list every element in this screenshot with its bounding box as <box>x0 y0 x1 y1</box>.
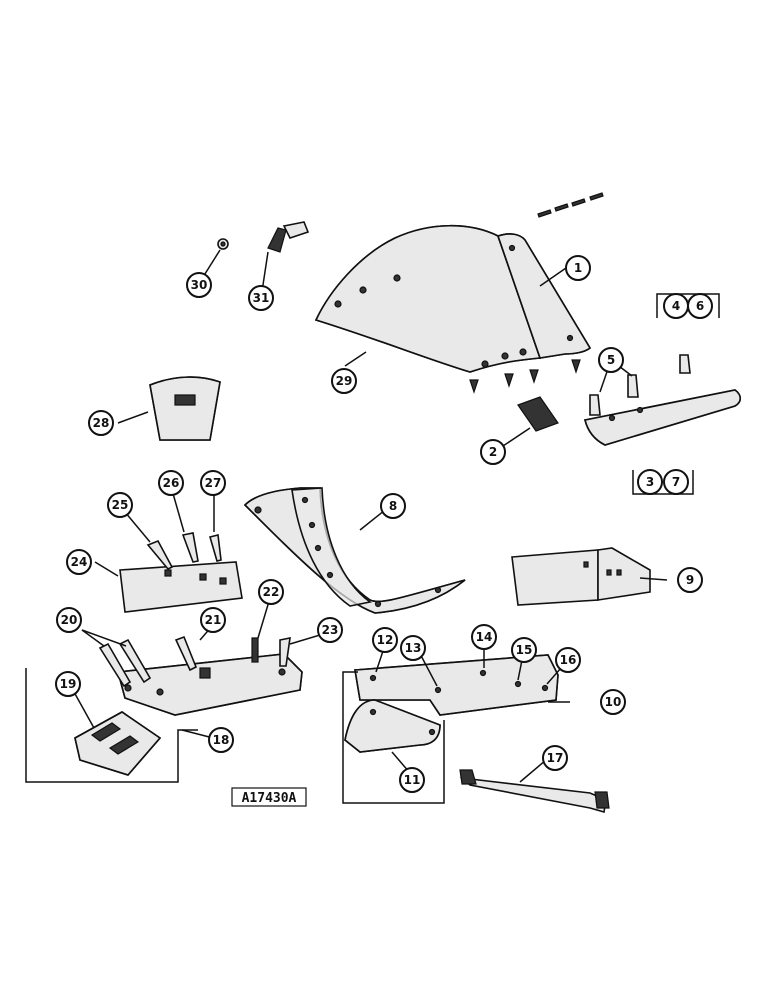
reference-code: A17430A <box>231 787 307 807</box>
plate-bolts <box>146 532 222 570</box>
callout-22: 22 <box>258 579 284 605</box>
heel-part <box>149 376 221 441</box>
callout-19: 19 <box>55 671 81 697</box>
callout-29: 29 <box>331 368 357 394</box>
callout-20: 20 <box>56 607 82 633</box>
share-part <box>584 389 742 446</box>
svg-text:4: 4 <box>672 299 680 313</box>
callout-15: 15 <box>511 637 537 663</box>
callout-3-7-box <box>632 470 694 495</box>
svg-text:A17430A: A17430A <box>242 791 297 806</box>
bottom-plate-part <box>354 654 559 716</box>
callout-17: 17 <box>542 745 568 771</box>
callout-25: 25 <box>107 492 133 518</box>
svg-text:14: 14 <box>476 630 493 644</box>
shin-part <box>496 233 592 359</box>
rear-brace-part <box>459 769 610 814</box>
callout-7: 7 <box>663 469 689 495</box>
callout-27: 27 <box>200 470 226 496</box>
svg-text:26: 26 <box>163 476 180 490</box>
frog-part <box>344 699 441 753</box>
svg-text:10: 10 <box>605 695 622 709</box>
svg-text:9: 9 <box>686 573 694 587</box>
callout-24: 24 <box>66 549 92 575</box>
callout-5: 5 <box>598 347 624 373</box>
svg-text:20: 20 <box>61 613 78 627</box>
callout-2: 2 <box>480 439 506 465</box>
callout-6: 6 <box>687 293 713 319</box>
svg-text:29: 29 <box>336 374 353 388</box>
callout-26: 26 <box>158 470 184 496</box>
svg-text:31: 31 <box>253 291 270 305</box>
brace-part <box>74 711 162 776</box>
wear-plate-part <box>119 561 243 613</box>
nut-part <box>217 238 229 250</box>
callout-28: 28 <box>88 410 114 436</box>
svg-text:23: 23 <box>322 623 339 637</box>
svg-text:30: 30 <box>191 278 208 292</box>
callout-3: 3 <box>637 469 663 495</box>
svg-text:16: 16 <box>560 653 577 667</box>
svg-text:8: 8 <box>389 499 397 513</box>
svg-text:7: 7 <box>672 475 680 489</box>
callout-4: 4 <box>663 293 689 319</box>
frog-plate-part <box>116 653 303 716</box>
svg-text:27: 27 <box>205 476 222 490</box>
svg-text:28: 28 <box>93 416 110 430</box>
callout-8: 8 <box>380 493 406 519</box>
svg-text:18: 18 <box>213 733 230 747</box>
moldboard-bolts <box>469 192 604 394</box>
callout-31: 31 <box>248 285 274 311</box>
svg-text:6: 6 <box>696 299 704 313</box>
svg-text:21: 21 <box>205 613 222 627</box>
callout-11: 11 <box>399 767 425 793</box>
svg-text:2: 2 <box>489 445 497 459</box>
svg-text:5: 5 <box>607 353 615 367</box>
callout-12: 12 <box>372 627 398 653</box>
callout-23: 23 <box>317 617 343 643</box>
moldboard-part <box>314 224 542 373</box>
svg-text:13: 13 <box>405 641 422 655</box>
svg-text:1: 1 <box>574 261 582 275</box>
svg-text:25: 25 <box>112 498 129 512</box>
callout-16: 16 <box>555 647 581 673</box>
svg-text:22: 22 <box>263 585 280 599</box>
svg-text:11: 11 <box>404 773 421 787</box>
svg-text:19: 19 <box>60 677 77 691</box>
bottom-group-bracket <box>342 671 445 804</box>
bracket-part <box>267 221 310 253</box>
frog-bolts <box>98 635 291 688</box>
svg-text:17: 17 <box>547 751 564 765</box>
share-bolts <box>589 354 691 416</box>
callout-21: 21 <box>200 607 226 633</box>
callout-13: 13 <box>400 635 426 661</box>
svg-text:3: 3 <box>646 475 654 489</box>
svg-text:12: 12 <box>377 633 394 647</box>
clamp-part <box>517 396 559 432</box>
svg-text:15: 15 <box>516 643 533 657</box>
callout-18: 18 <box>208 727 234 753</box>
callout-10: 10 <box>600 689 626 715</box>
callout-9: 9 <box>677 567 703 593</box>
callout-30: 30 <box>186 272 212 298</box>
landside-part <box>243 487 466 614</box>
callout-14: 14 <box>471 624 497 650</box>
callout-4-6-box <box>656 293 720 318</box>
callout-1: 1 <box>565 255 591 281</box>
svg-text:24: 24 <box>71 555 88 569</box>
plate-part <box>511 547 651 606</box>
